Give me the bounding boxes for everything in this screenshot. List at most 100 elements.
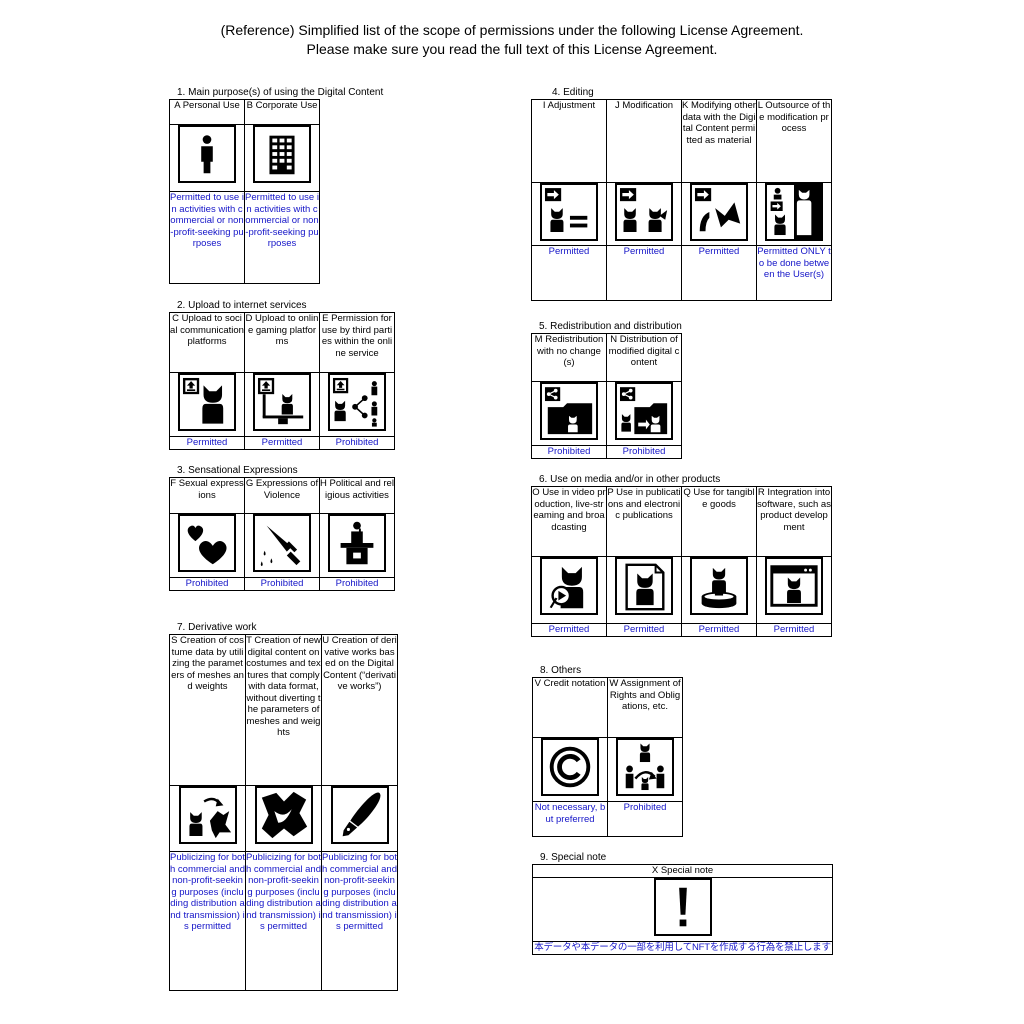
item-status: Prohibited xyxy=(606,445,682,459)
item-icon-cell xyxy=(681,556,757,624)
hearts-icon xyxy=(178,514,236,572)
item-icon-cell xyxy=(319,513,395,578)
item-label-d: D Upload to online gaming platforms xyxy=(244,312,320,373)
permission-table: A Personal Use B Corporate Use xyxy=(169,99,320,284)
permission-table: C Upload to social communication platfor… xyxy=(169,312,395,450)
modify-material-icon xyxy=(690,183,748,241)
item-status: Permitted ONLY to be done between the Us… xyxy=(756,245,832,301)
item-status: Prohibited xyxy=(607,801,683,837)
knife-icon xyxy=(253,514,311,572)
item-label-w: W Assignment of Rights and Obligations, … xyxy=(607,677,683,738)
third-party-share-icon xyxy=(328,373,386,431)
item-status: Permitted xyxy=(681,623,757,637)
pen-icon xyxy=(330,786,389,844)
item-status: 本データや本データの一部を利用してNFTを作成する行為を禁止します xyxy=(532,941,833,955)
header-line-1: (Reference) Simplified list of the scope… xyxy=(220,22,804,38)
podium-icon xyxy=(328,514,386,572)
copyright-icon xyxy=(541,738,599,796)
costume-icon xyxy=(178,786,237,844)
item-label-f: F Sexual expressions xyxy=(169,477,245,514)
item-icon-cell xyxy=(606,556,682,624)
item-status: Not necessary, but preferred xyxy=(532,801,608,837)
item-icon-cell xyxy=(607,737,683,802)
item-label-j: J Modification xyxy=(606,99,682,183)
item-label-o: O Use in video production, live-streamin… xyxy=(531,486,607,557)
item-status: Prohibited xyxy=(319,436,395,450)
item-status: Publicizing for both commercial and non-… xyxy=(321,851,398,991)
section-sensational: 3. Sensational Expressions F Sexual expr… xyxy=(169,465,395,591)
section-title: 1. Main purpose(s) of using the Digital … xyxy=(177,87,384,98)
item-icon-cell xyxy=(169,372,245,437)
header-line-2: Please make sure you read the full text … xyxy=(306,41,718,57)
item-label-n: N Distribution of modified digital conte… xyxy=(606,333,682,382)
item-status: Permitted to use in activities with comm… xyxy=(244,191,320,284)
item-icon-cell xyxy=(532,877,833,942)
item-icon-cell xyxy=(244,124,320,192)
item-label-b: B Corporate Use xyxy=(244,99,320,125)
item-icon-cell xyxy=(244,372,320,437)
page-header: (Reference) Simplified list of the scope… xyxy=(0,21,1024,59)
item-icon-cell xyxy=(606,381,682,446)
permission-table: M Redistribution with no change(s) N Dis… xyxy=(531,333,682,459)
item-label-c: C Upload to social communication platfor… xyxy=(169,312,245,373)
item-label-s: S Creation of costume data by utilizing … xyxy=(169,634,246,786)
video-icon xyxy=(540,557,598,615)
section-media: 6. Use on media and/or in other products… xyxy=(531,474,832,637)
item-icon-cell xyxy=(606,182,682,246)
section-title: 8. Others xyxy=(540,665,582,676)
section-title: 7. Derivative work xyxy=(177,622,257,633)
item-label-t: T Creation of new digital content on cos… xyxy=(245,634,322,786)
item-status: Prohibited xyxy=(531,445,607,459)
item-icon-cell xyxy=(531,381,607,446)
upload-social-icon xyxy=(178,373,236,431)
transfer-icon xyxy=(616,738,674,796)
outsource-icon xyxy=(765,183,823,241)
item-label-p: P Use in publications and electronic pub… xyxy=(606,486,682,557)
item-label-i: I Adjustment xyxy=(531,99,607,183)
section-derivative: 7. Derivative work S Creation of costume… xyxy=(169,622,398,991)
distribute-modified-icon xyxy=(615,382,673,440)
cloth-icon xyxy=(254,786,313,844)
item-label-v: V Credit notation xyxy=(532,677,608,738)
section-title: 6. Use on media and/or in other products xyxy=(539,474,721,485)
item-status: Permitted xyxy=(606,245,682,301)
item-status: Publicizing for both commercial and non-… xyxy=(169,851,246,991)
section-main-purpose: 1. Main purpose(s) of using the Digital … xyxy=(169,87,383,284)
section-redistribution: 5. Redistribution and distribution M Red… xyxy=(531,321,682,459)
item-label-g: G Expressions of Violence xyxy=(244,477,320,514)
item-status: Permitted xyxy=(244,436,320,450)
item-status: Prohibited xyxy=(319,577,395,591)
item-status: Permitted xyxy=(756,623,832,637)
item-icon-cell xyxy=(245,785,322,852)
permission-table: V Credit notation W Assignment of Rights… xyxy=(532,677,683,837)
item-icon-cell xyxy=(756,556,832,624)
item-icon-cell xyxy=(321,785,398,852)
item-label-l: L Outsource of the modification process xyxy=(756,99,832,183)
item-status: Prohibited xyxy=(169,577,245,591)
figure-icon xyxy=(690,557,748,615)
section-title: 9. Special note xyxy=(540,852,607,863)
item-label-u: U Creation of derivative works based on … xyxy=(321,634,398,786)
item-status: Permitted xyxy=(169,436,245,450)
special-note-text: 本データや本データの一部を利用してNFTを作成する行為を禁止します xyxy=(534,942,831,954)
item-icon-cell xyxy=(169,785,246,852)
permission-table: X Special note 本データや本データの一部を利用してNFTを作成する… xyxy=(532,864,833,955)
item-label-r: R Integration into software, such as pro… xyxy=(756,486,832,557)
modification-icon xyxy=(615,183,673,241)
section-special-note: 9. Special note X Special note 本データや本データ… xyxy=(532,852,833,955)
person-icon xyxy=(178,125,236,183)
permission-table: S Creation of costume data by utilizing … xyxy=(169,634,398,991)
item-status: Permitted xyxy=(681,245,757,301)
item-icon-cell xyxy=(531,556,607,624)
item-status: Permitted xyxy=(606,623,682,637)
redistribute-icon xyxy=(540,382,598,440)
section-title: 5. Redistribution and distribution xyxy=(539,321,682,332)
upload-game-icon xyxy=(253,373,311,431)
section-title: 2. Upload to internet services xyxy=(177,300,307,311)
exclamation-icon xyxy=(653,878,712,936)
item-label-a: A Personal Use xyxy=(169,99,245,125)
item-label-e: E Permission for use by third parties wi… xyxy=(319,312,395,373)
section-title: 4. Editing xyxy=(552,87,594,98)
item-icon-cell xyxy=(756,182,832,246)
item-icon-cell xyxy=(319,372,395,437)
